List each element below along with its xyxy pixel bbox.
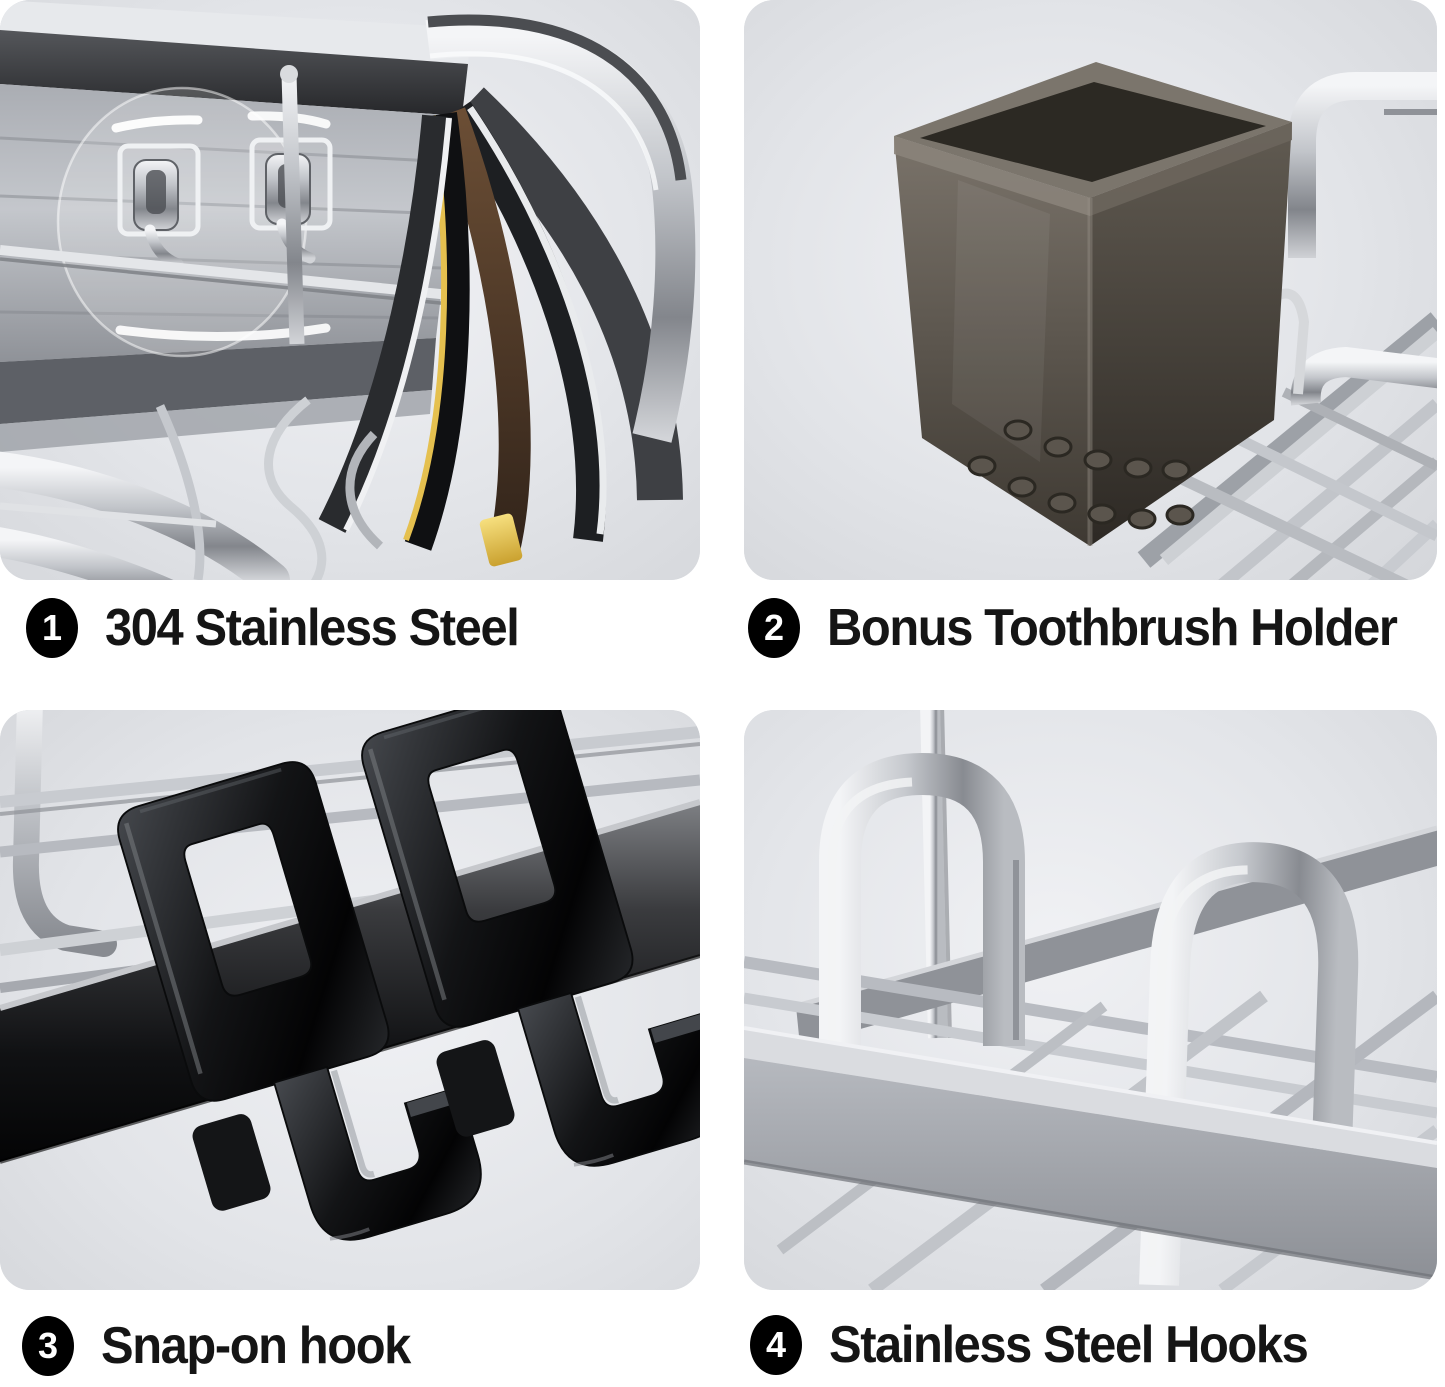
feature-label: Stainless Steel Hooks — [829, 1316, 1309, 1374]
feature-label: Snap-on hook — [101, 1317, 411, 1375]
feature-caption-1: 1 304 Stainless Steel — [26, 598, 545, 658]
feature-photo-snap-on-hook — [0, 710, 700, 1290]
feature-caption-2: 2 Bonus Toothbrush Holder — [748, 598, 1433, 658]
front-rail — [744, 1026, 1437, 1290]
feature-photo-stainless-hooks — [744, 710, 1437, 1290]
toothbrush-holder-photo — [744, 0, 1437, 580]
feature-caption-4: 4 Stainless Steel Hooks — [750, 1315, 1338, 1375]
feature-number-badge: 3 — [22, 1316, 74, 1376]
wire-basket-frame — [0, 396, 384, 580]
steel-u-hook — [1139, 842, 1359, 1286]
steel-u-hook — [819, 752, 1025, 1114]
feature-number: 1 — [41, 607, 63, 648]
feature-number: 4 — [765, 1324, 787, 1365]
feature-number: 3 — [37, 1325, 59, 1366]
feature-number-badge: 2 — [748, 598, 800, 658]
drain-holes — [967, 419, 1195, 530]
feature-number: 2 — [763, 607, 785, 648]
feature-label: 304 Stainless Steel — [105, 599, 520, 657]
caddy-rim — [425, 14, 696, 443]
layered-steel-strips — [318, 87, 683, 567]
stainless-steel-layers-photo — [0, 0, 700, 580]
feature-number-badge: 4 — [750, 1315, 802, 1375]
smoke-plastic-cup — [894, 62, 1292, 546]
feature-caption-3: 3 Snap-on hook — [22, 1316, 430, 1376]
feature-photo-304-stainless-steel — [0, 0, 700, 580]
spring-clip-hook — [117, 143, 201, 270]
feature-photo-toothbrush-holder — [744, 0, 1437, 580]
adhesive-disc-and-clips — [0, 65, 461, 358]
feature-label: Bonus Toothbrush Holder — [827, 599, 1398, 657]
feature-number-badge: 1 — [26, 598, 78, 658]
snap-on-hook-photo — [0, 710, 700, 1290]
stainless-steel-hooks-photo — [744, 710, 1437, 1290]
